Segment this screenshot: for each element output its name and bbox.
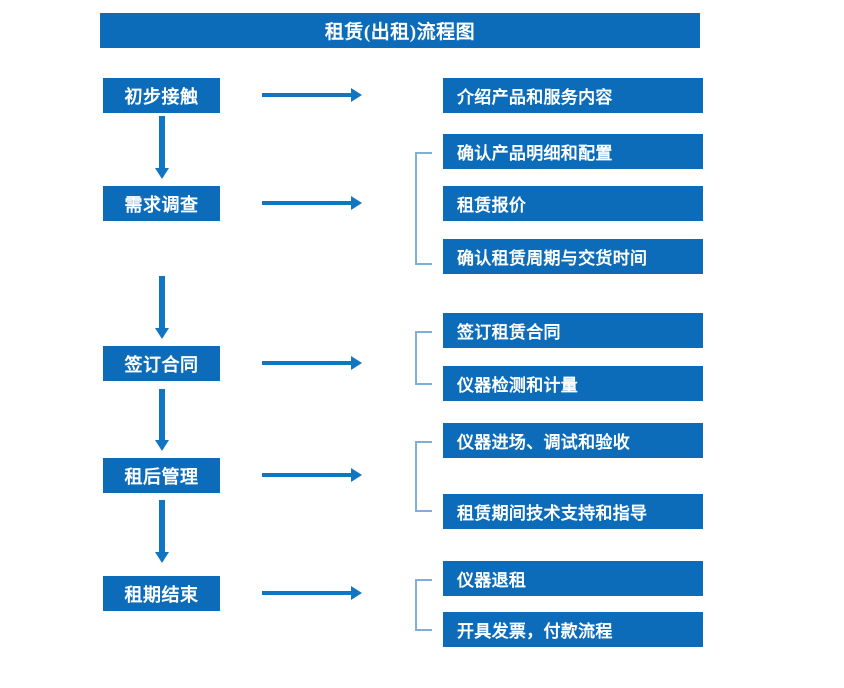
right-arrow-icon-1	[262, 88, 362, 102]
detail-box-3-2[interactable]: 仪器检测和计量	[443, 366, 703, 401]
arrow-head	[351, 586, 362, 600]
right-arrow-icon-3	[262, 356, 362, 370]
detail-box-5-1[interactable]: 仪器退租	[443, 561, 703, 596]
arrow-stem	[159, 500, 165, 552]
detail-box-5-2[interactable]: 开具发票，付款流程	[443, 612, 703, 647]
group-bracket-5	[415, 579, 432, 631]
arrow-head	[351, 196, 362, 210]
detail-box-3-1[interactable]: 签订租赁合同	[443, 313, 703, 348]
group-bracket-3	[415, 331, 432, 385]
arrow-stem	[262, 201, 351, 205]
detail-box-4-1[interactable]: 仪器进场、调试和验收	[443, 423, 703, 458]
detail-box-2-3[interactable]: 确认租赁周期与交货时间	[443, 239, 703, 274]
down-arrow-icon-3	[155, 389, 169, 451]
arrow-head	[155, 328, 169, 339]
down-arrow-icon-4	[155, 500, 169, 563]
arrow-stem	[159, 116, 165, 168]
page-title: 租赁(出租)流程图	[100, 13, 700, 48]
arrow-stem	[262, 93, 351, 97]
down-arrow-icon-2	[155, 276, 169, 339]
right-arrow-icon-2	[262, 196, 362, 210]
arrow-head	[351, 356, 362, 370]
right-arrow-icon-4	[262, 468, 362, 482]
arrow-head	[351, 468, 362, 482]
arrow-head	[155, 552, 169, 563]
arrow-stem	[159, 389, 165, 440]
stage-box-5[interactable]: 租期结束	[103, 576, 220, 611]
group-bracket-2	[415, 152, 432, 265]
arrow-stem	[262, 473, 351, 477]
detail-box-2-1[interactable]: 确认产品明细和配置	[443, 134, 703, 169]
stage-box-1[interactable]: 初步接触	[103, 78, 220, 113]
detail-box-1-1[interactable]: 介绍产品和服务内容	[443, 78, 703, 113]
detail-box-2-2[interactable]: 租赁报价	[443, 186, 703, 221]
stage-box-4[interactable]: 租后管理	[103, 458, 220, 493]
arrow-head	[155, 168, 169, 179]
arrow-stem	[262, 361, 351, 365]
arrow-stem	[159, 276, 165, 328]
right-arrow-icon-5	[262, 586, 362, 600]
arrow-head	[351, 88, 362, 102]
group-bracket-4	[415, 441, 432, 512]
stage-box-3[interactable]: 签订合同	[103, 346, 220, 381]
arrow-head	[155, 440, 169, 451]
arrow-stem	[262, 591, 351, 595]
detail-box-4-2[interactable]: 租赁期间技术支持和指导	[443, 494, 703, 529]
stage-box-2[interactable]: 需求调查	[103, 186, 220, 221]
down-arrow-icon-1	[155, 116, 169, 179]
